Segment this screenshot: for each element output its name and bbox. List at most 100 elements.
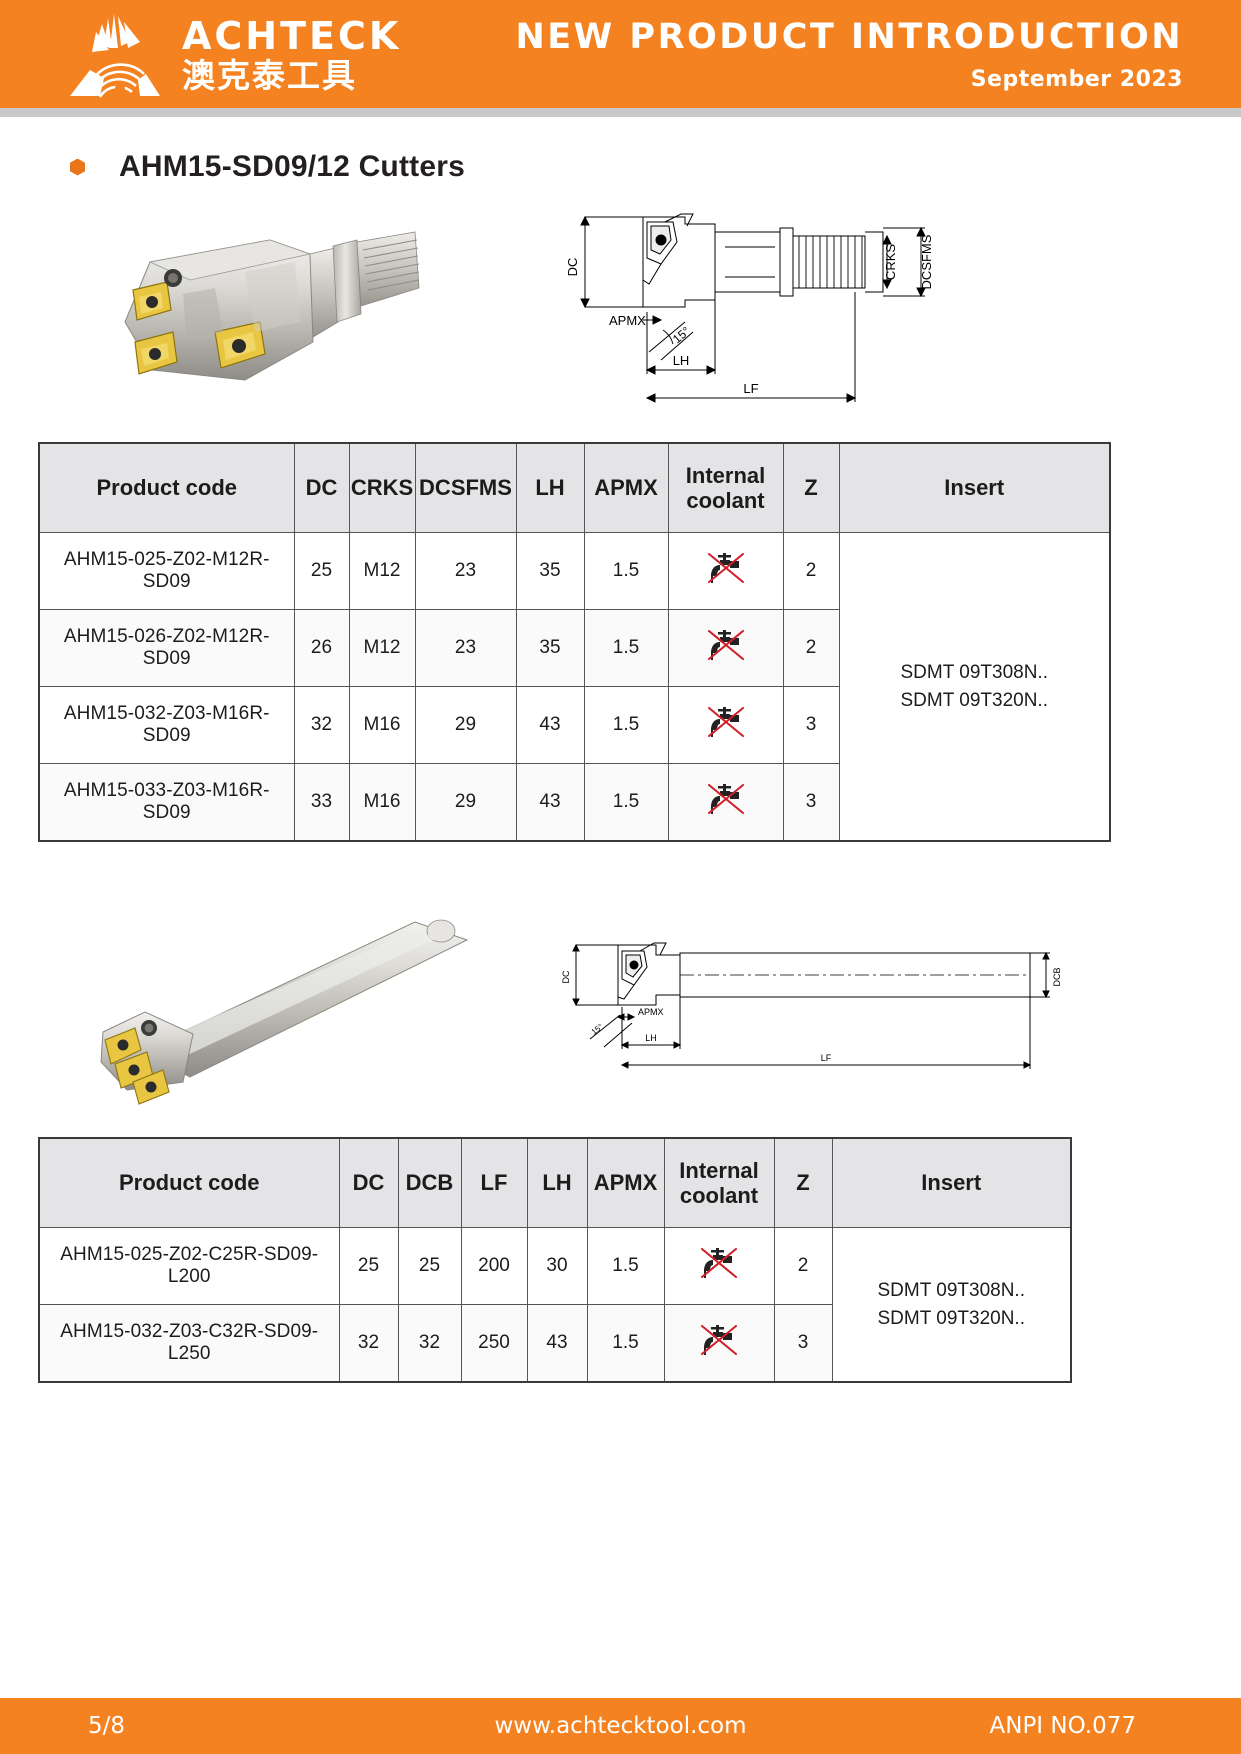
- figure-row-top: DC CRKS DCSFMS APMX 15° LH LF: [0, 192, 1241, 442]
- col-lf: LF: [460, 1137, 528, 1228]
- cell-z: 2: [782, 609, 840, 687]
- dim-label-angle: 15°: [670, 324, 693, 347]
- cell-lh: 43: [515, 686, 585, 764]
- insert-line-1: SDMT 09T308N..: [900, 661, 1048, 683]
- col-internal-coolant: Internal coolant: [663, 1137, 775, 1228]
- col-apmx: APMX: [586, 1137, 665, 1228]
- page-title: NEW PRODUCT INTRODUCTION: [515, 16, 1183, 57]
- table-row: AHM15-025-Z02-C25R-SD09-L200 25 25 200 3…: [38, 1227, 1072, 1383]
- cell-lh: 43: [515, 763, 585, 842]
- cell-internal-coolant: [663, 1304, 775, 1383]
- header-divider: [0, 108, 1241, 117]
- dim-label-lf: LF: [743, 381, 758, 396]
- page-footer: 5/8 www.achtecktool.com ANPI NO.077: [0, 1698, 1241, 1754]
- cell-dcsfms: 29: [414, 686, 517, 764]
- cell-product-code: AHM15-026-Z02-M12R-SD09: [38, 609, 295, 687]
- spec-table-screw-in: Product code DC CRKS DCSFMS LH APMX Inte…: [38, 442, 1111, 842]
- cell-dc: 32: [338, 1304, 399, 1383]
- cell-internal-coolant: [667, 763, 784, 842]
- dim-label-angle: 15°: [590, 1022, 605, 1037]
- page-header: ACHTECK 澳克泰工具 NEW PRODUCT INTRODUCTION S…: [0, 0, 1241, 108]
- cell-dcsfms: 23: [414, 532, 517, 610]
- cell-z: 2: [782, 532, 840, 610]
- dimension-drawing-top: DC CRKS DCSFMS APMX 15° LH LF: [565, 213, 934, 403]
- cell-lh: 43: [526, 1304, 588, 1383]
- cell-apmx: 1.5: [583, 686, 669, 764]
- figure-row-bottom: DC DCB APMX 15° LH LF: [0, 902, 1241, 1137]
- dim-label-dcsfms: DCSFMS: [919, 234, 934, 289]
- col-z: Z: [773, 1137, 833, 1228]
- cell-z: 3: [782, 686, 840, 764]
- dim-label-apmx: APMX: [609, 313, 646, 328]
- cell-product-code: AHM15-025-Z02-M12R-SD09: [38, 532, 295, 610]
- brand-wordmark: ACHTECK: [182, 13, 402, 58]
- no-internal-coolant-icon: [707, 783, 744, 815]
- cell-crks: M16: [348, 686, 416, 764]
- col-internal-coolant-line1: Internal: [685, 462, 766, 488]
- dim-label-lf: LF: [821, 1053, 832, 1063]
- col-z: Z: [782, 442, 840, 533]
- col-apmx: APMX: [583, 442, 669, 533]
- cell-dc: 26: [293, 609, 350, 687]
- cell-product-code: AHM15-025-Z02-C25R-SD09-L200: [38, 1227, 340, 1305]
- cell-insert: SDMT 09T308N.. SDMT 09T320N..: [838, 532, 1111, 842]
- dim-label-crks: CRKS: [883, 244, 898, 280]
- company-website[interactable]: www.achtecktool.com: [494, 1713, 747, 1739]
- cell-internal-coolant: [667, 532, 784, 610]
- table-row: AHM15-025-Z02-M12R-SD09 25 M12 23 35 1.5: [38, 532, 1111, 842]
- dim-label-apmx: APMX: [638, 1007, 664, 1017]
- dimension-drawing-bottom: DC DCB APMX 15° LH LF: [561, 942, 1062, 1069]
- cutter-photo-bottom: [100, 919, 469, 1105]
- col-dc: DC: [338, 1137, 399, 1228]
- cell-dcsfms: 29: [414, 763, 517, 842]
- no-internal-coolant-icon: [707, 629, 744, 661]
- insert-line-2: SDMT 09T320N..: [877, 1307, 1025, 1329]
- spec-table-cylindrical-shank: Product code DC DCB LF LH APMX Internal …: [38, 1137, 1072, 1383]
- cell-lh: 30: [526, 1227, 588, 1305]
- table-row: AHM15-026-Z02-M12R-SD09 26 M12 23 35 1.5: [38, 609, 1110, 687]
- dim-label-dcb: DCB: [1052, 967, 1062, 986]
- col-internal-coolant-line1: Internal: [679, 1157, 759, 1183]
- cell-apmx: 1.5: [586, 1304, 665, 1383]
- no-internal-coolant-icon: [707, 552, 744, 584]
- col-dc: DC: [293, 442, 350, 533]
- dim-label-lh: LH: [673, 353, 690, 368]
- cell-dc: 25: [338, 1227, 399, 1305]
- cutter-photo-top: [124, 231, 420, 381]
- cell-apmx: 1.5: [583, 609, 669, 687]
- cell-internal-coolant: [663, 1227, 775, 1305]
- col-product-code: Product code: [38, 1137, 340, 1228]
- table-header-row: Product code DC DCB LF LH APMX Internal …: [38, 1137, 1072, 1228]
- dim-label-lh: LH: [645, 1033, 657, 1043]
- table-row: AHM15-033-Z03-M16R-SD09 33 M16 29 43 1.5: [38, 763, 1110, 842]
- cell-crks: M12: [348, 609, 416, 687]
- cell-dc: 32: [293, 686, 350, 764]
- brand-wordmark-cn: 澳克泰工具: [182, 55, 357, 95]
- brand-logo: ACHTECK 澳克泰工具: [0, 8, 401, 100]
- cell-z: 3: [773, 1304, 833, 1383]
- col-internal-coolant: Internal coolant: [667, 442, 784, 533]
- cell-z: 3: [782, 763, 840, 842]
- cell-product-code: AHM15-033-Z03-M16R-SD09: [38, 763, 295, 842]
- col-internal-coolant-line2: coolant: [679, 1183, 759, 1208]
- cell-insert: SDMT 09T308N.. SDMT 09T320N..: [831, 1227, 1072, 1383]
- cell-apmx: 1.5: [583, 532, 669, 610]
- col-dcsfms: DCSFMS: [414, 442, 517, 533]
- dim-label-dc: DC: [565, 258, 580, 277]
- cell-dc: 25: [293, 532, 350, 610]
- cell-dcb: 25: [397, 1227, 462, 1305]
- cell-z: 2: [773, 1227, 833, 1305]
- cell-product-code: AHM15-032-Z03-C32R-SD09-L250: [38, 1304, 340, 1383]
- cell-internal-coolant: [667, 609, 784, 687]
- col-lh: LH: [526, 1137, 588, 1228]
- table-row: AHM15-032-Z03-M16R-SD09 32 M16 29 43 1.5: [38, 686, 1110, 764]
- cell-dc: 33: [293, 763, 350, 842]
- cell-apmx: 1.5: [586, 1227, 665, 1305]
- cell-apmx: 1.5: [583, 763, 669, 842]
- col-internal-coolant-line2: coolant: [686, 488, 765, 513]
- hexagon-bullet-icon: [70, 158, 85, 176]
- dim-label-dc: DC: [561, 970, 571, 983]
- table-row: AHM15-032-Z03-C32R-SD09-L250 32 32 250 4…: [38, 1304, 1071, 1383]
- cell-dcsfms: 23: [414, 609, 517, 687]
- cell-lf: 250: [460, 1304, 528, 1383]
